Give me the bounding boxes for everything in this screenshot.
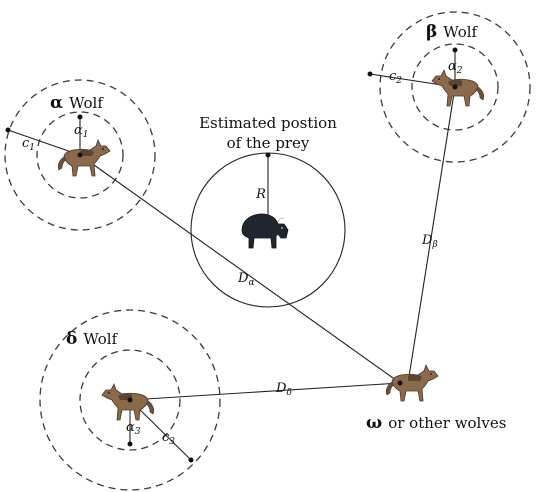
distance-line-beta xyxy=(407,86,456,384)
alpha-c-label: c1 xyxy=(22,136,35,153)
distance-label-alpha: Dα xyxy=(237,271,255,288)
distance-line-alpha xyxy=(79,154,401,384)
alpha-center-dot xyxy=(77,152,83,158)
alpha-c-line xyxy=(7,129,81,156)
omega-center-dot xyxy=(397,380,403,386)
delta-center-dot xyxy=(127,397,133,403)
beta-outer-ring xyxy=(379,11,531,163)
distance-line-delta xyxy=(129,382,401,401)
delta-c-label: c3 xyxy=(162,430,175,447)
alpha-a-dot xyxy=(77,114,83,120)
prey-caption-line2: of the prey xyxy=(227,134,310,152)
delta-a-label: α3 xyxy=(126,420,141,437)
beta-c-dot xyxy=(367,71,373,77)
alpha-c-dot xyxy=(5,127,11,133)
distance-label-beta: Dβ xyxy=(421,233,438,250)
beta-center-dot xyxy=(452,84,458,90)
alpha-a-label: α1 xyxy=(74,123,89,140)
beta-a-dot xyxy=(452,47,458,53)
wolf-icon xyxy=(101,383,155,421)
beta-inner-ring xyxy=(411,43,499,131)
delta-c-dot xyxy=(188,457,194,463)
delta-inner-ring xyxy=(79,349,181,451)
prey-top-dot xyxy=(265,152,271,158)
prey-radius-label: R xyxy=(255,187,266,202)
prey-caption-line1: Estimated postion xyxy=(199,114,337,132)
delta-outer-ring xyxy=(39,309,221,491)
beta-a-label: α2 xyxy=(448,59,463,76)
beta-c-label: c2 xyxy=(389,69,402,86)
delta-a-dot xyxy=(127,441,133,447)
alpha-inner-ring xyxy=(36,111,124,199)
bison-icon xyxy=(241,213,289,249)
distance-label-delta: Dδ xyxy=(275,381,292,398)
wolf-icon xyxy=(385,364,439,402)
alpha-outer-ring xyxy=(4,79,156,231)
